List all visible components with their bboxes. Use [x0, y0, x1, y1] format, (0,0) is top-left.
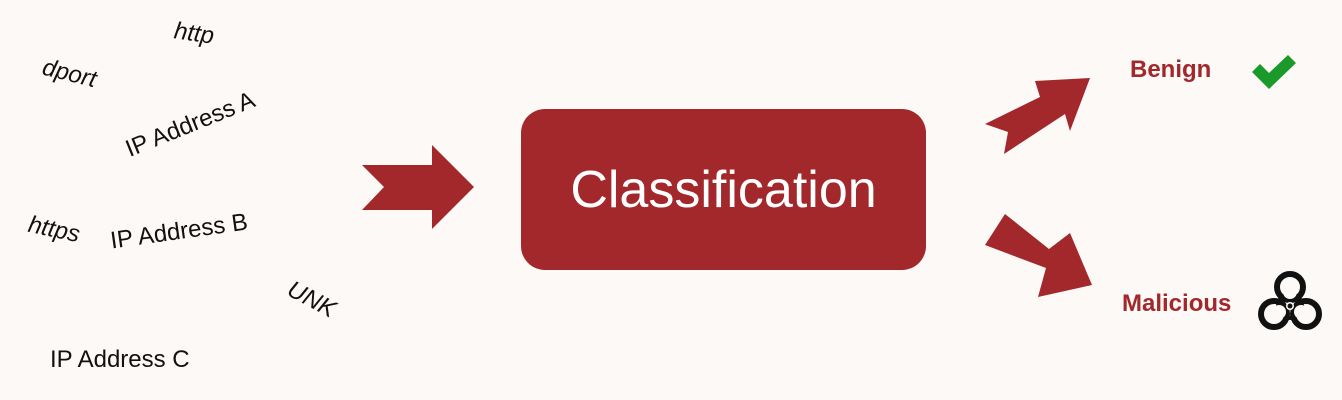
classification-label: Classification	[570, 160, 877, 219]
benign-arrow	[985, 78, 1090, 154]
input-arrow	[362, 145, 474, 229]
malicious-arrow	[985, 214, 1092, 297]
benign-label: Benign	[1130, 56, 1212, 83]
checkmark-icon	[1252, 55, 1296, 89]
feature-ip-address-c: IP Address C	[50, 346, 190, 373]
malicious-label: Malicious	[1122, 290, 1232, 317]
classification-box: Classification	[521, 109, 926, 270]
biohazard-icon	[1258, 271, 1322, 330]
